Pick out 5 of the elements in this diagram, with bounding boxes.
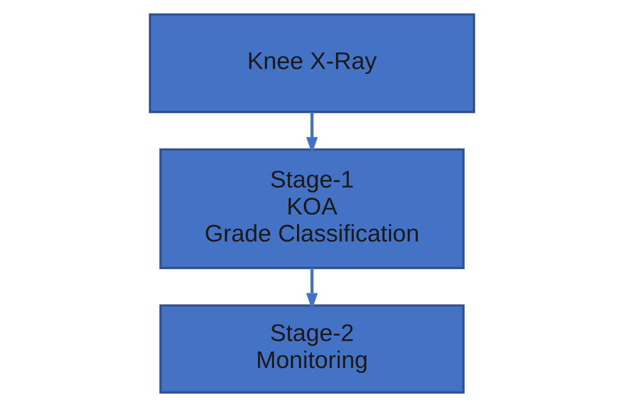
arrow [306, 268, 318, 310]
node-box: Knee X-Ray [148, 13, 476, 114]
node-box: Stage-2 Monitoring [159, 304, 465, 394]
node-box: Stage-1 KOA Grade Classification [159, 148, 465, 270]
arrow [306, 112, 318, 154]
